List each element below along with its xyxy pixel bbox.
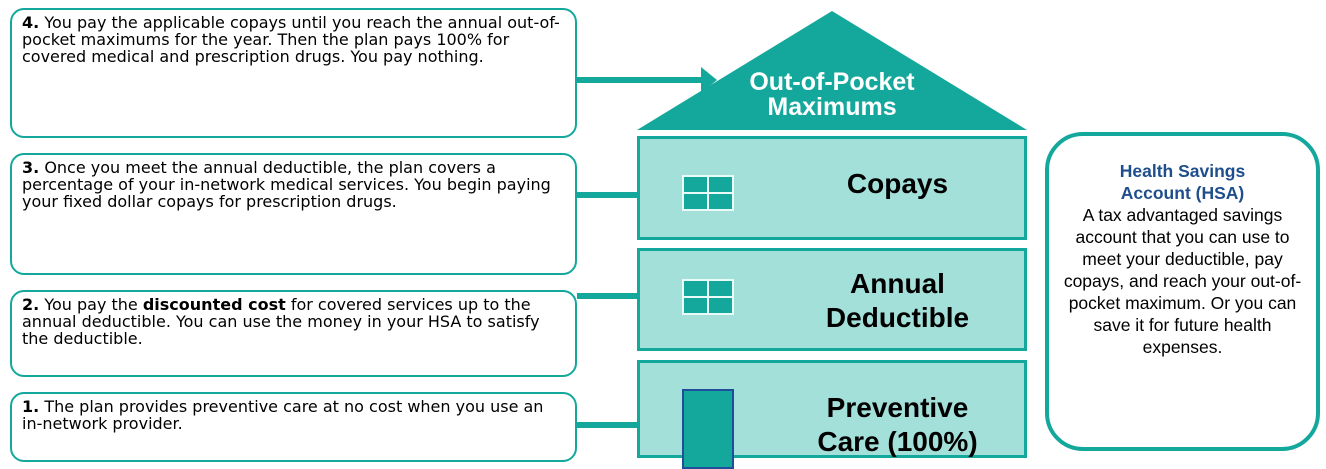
step-4-text: You pay the applicable copays until you … — [22, 13, 560, 66]
roof-title-line1: Out-of-Pocket — [749, 68, 915, 96]
roof-shape — [637, 11, 1027, 130]
window-icon — [682, 279, 734, 315]
preventive-label-line1: Preventive — [826, 392, 969, 423]
hsa-title-line2: Account (HSA) — [1120, 183, 1245, 203]
hsa-box: Health Savings Account (HSA) A tax advan… — [1045, 132, 1320, 451]
window-icon — [682, 175, 734, 211]
door-icon — [682, 389, 734, 469]
deductible-label-line2: Deductible — [825, 302, 970, 333]
preventive-label: Preventive Care (100%) — [790, 391, 1005, 459]
deductible-label-line1: Annual — [850, 268, 945, 299]
step-4-callout: 4. You pay the applicable copays until y… — [10, 8, 577, 138]
roof-triangle — [637, 11, 1027, 130]
step-2-callout: 2. You pay the discounted cost for cover… — [10, 290, 577, 377]
step-3-callout: 3. Once you meet the annual deductible, … — [10, 153, 577, 275]
step-2-number: 2. — [22, 295, 40, 314]
preventive-floor: Preventive Care (100%) — [637, 360, 1027, 469]
step-2-bold-text: discounted cost — [142, 295, 286, 314]
hsa-body: A tax advantaged savings account that yo… — [1063, 205, 1302, 357]
roof-title: Out-of-Pocket Maximums — [637, 70, 1027, 120]
roof-title-line2: Maximums — [767, 93, 897, 121]
copays-label: Copays — [846, 168, 949, 199]
deductible-label: Annual Deductible — [790, 267, 1005, 335]
step-1-text: The plan provides preventive care at no … — [22, 397, 544, 433]
step-4-number: 4. — [22, 13, 40, 32]
step-3-number: 3. — [22, 158, 40, 177]
step-2-text-after: for covered services up to the annual de… — [22, 295, 540, 348]
preventive-label-line2: Care (100%) — [817, 426, 978, 457]
step-2-text-before: You pay the — [44, 295, 143, 314]
deductible-floor: Annual Deductible — [637, 248, 1027, 351]
step-3-text: Once you meet the annual deductible, the… — [22, 158, 551, 211]
step-1-callout: 1. The plan provides preventive care at … — [10, 392, 577, 462]
copays-floor: Copays — [637, 136, 1027, 240]
step-1-number: 1. — [22, 397, 40, 416]
hsa-title-line1: Health Savings — [1119, 161, 1246, 181]
